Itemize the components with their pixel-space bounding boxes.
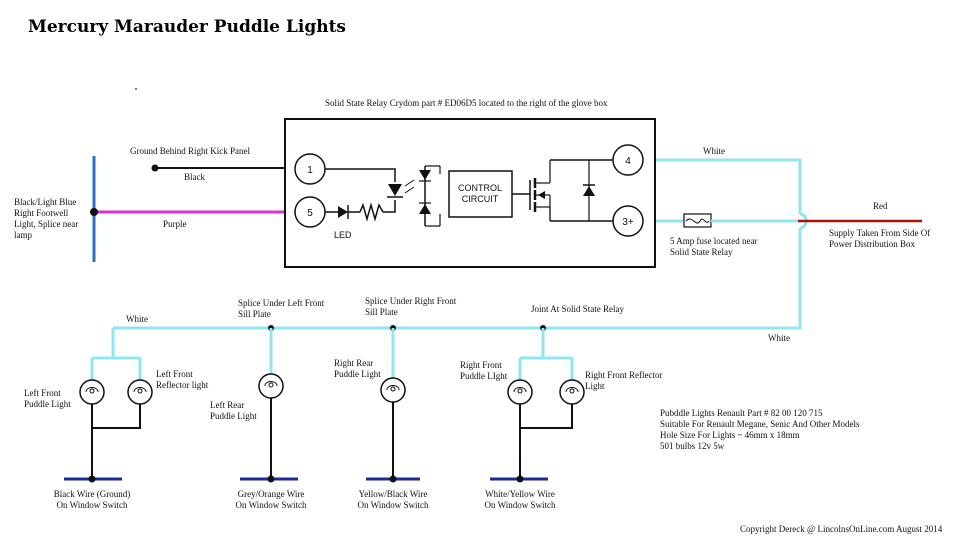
copyright: Copyright Dereck @ LincolnsOnLine.com Au… bbox=[740, 524, 943, 534]
source-label-3: Light, Splice near bbox=[14, 219, 78, 229]
rf-reflector-label-2: Light bbox=[585, 381, 605, 391]
rr-label-2: Puddle Light bbox=[334, 369, 381, 379]
supply-label-2: Power Distribution Box bbox=[829, 239, 916, 249]
source-label-2: Right Footwell bbox=[14, 208, 69, 218]
lf-reflector-label-2: Reflector light bbox=[156, 380, 209, 390]
speck bbox=[135, 88, 137, 90]
lr-label-1: Left Rear bbox=[210, 400, 244, 410]
fuse-label-1: 5 Amp fuse located near bbox=[670, 236, 757, 246]
white-wire-left-label: White bbox=[126, 314, 148, 324]
bulb-left-rear-icon bbox=[258, 373, 284, 399]
splice-left-label-1: Splice Under Left Front bbox=[238, 298, 325, 308]
relay-pin-3-label: 3+ bbox=[622, 217, 634, 228]
relay-internal-pin1 bbox=[325, 168, 396, 182]
red-wire-label: Red bbox=[873, 201, 888, 211]
lr-label-2: Puddle Light bbox=[210, 411, 257, 421]
black-wire-label: Black bbox=[184, 172, 205, 182]
splice-right-label-1: Splice Under Right Front bbox=[365, 296, 457, 306]
rr-label-1: Right Rear bbox=[334, 358, 373, 368]
splice-right-label-2: Sill Plate bbox=[365, 307, 398, 317]
page-title: Mercury Marauder Puddle Lights bbox=[28, 17, 346, 37]
switch-4-label-2: On Window Switch bbox=[485, 500, 556, 510]
fuse-label-2: Solid State Relay bbox=[670, 247, 733, 257]
bulb-right-front-reflector-icon bbox=[559, 379, 585, 405]
white-wire-right-label: White bbox=[768, 333, 790, 343]
supply-label-1: Supply Taken From Side Of bbox=[829, 228, 930, 238]
source-label-1: Black/Light Blue bbox=[14, 197, 76, 207]
source-label-4: lamp bbox=[14, 230, 32, 240]
white-wire-down bbox=[543, 228, 802, 330]
purple-wire-label: Purple bbox=[163, 219, 187, 229]
relay-caption: Solid State Relay Crydom part # ED06D5 l… bbox=[325, 98, 608, 108]
purple-splice-dot bbox=[90, 208, 98, 216]
control-circuit-line1: CONTROL bbox=[458, 183, 502, 193]
lf-reflector-label-1: Left Front bbox=[156, 369, 193, 379]
switch-2-label-2: On Window Switch bbox=[236, 500, 307, 510]
control-circuit-line2: CIRCUIT bbox=[462, 194, 499, 204]
bulb-left-front-puddle-icon bbox=[79, 379, 105, 405]
note-line-3: Hole Size For Lights ~ 46mm x 18mm bbox=[660, 430, 800, 440]
fuse-icon bbox=[683, 213, 712, 228]
switch-4-label-1: White/Yellow Wire bbox=[485, 489, 555, 499]
switch-2-label-1: Grey/Orange Wire bbox=[238, 489, 305, 499]
switch-1-label-1: Black Wire (Ground) bbox=[54, 489, 130, 499]
note-line-2: Suitable For Renault Megane, Senic And O… bbox=[660, 419, 860, 429]
relay-pin-1-label: 1 bbox=[307, 165, 313, 176]
switch-1-label-2: On Window Switch bbox=[57, 500, 128, 510]
note-line-4: 501 bulbs 12v 5w bbox=[660, 441, 725, 451]
relay-mosfet-icon bbox=[529, 160, 551, 221]
switch-3-label-1: Yellow/Black Wire bbox=[359, 489, 428, 499]
lf-puddle-label-1: Left Front bbox=[24, 388, 61, 398]
relay-output-diode-icon bbox=[583, 160, 595, 221]
note-line-1: Pubddle Lights Renault Part # 82 00 120 … bbox=[660, 408, 823, 418]
relay-resistor-icon bbox=[359, 202, 384, 222]
rf-reflector-bottom-lead bbox=[520, 404, 573, 429]
lf-reflector-bottom-lead bbox=[92, 404, 141, 429]
bulb-left-front-reflector-icon bbox=[127, 379, 153, 405]
rf-reflector-label-1: Right Front Reflector bbox=[585, 370, 663, 380]
relay-led-label: LED bbox=[334, 230, 352, 240]
control-circuit-box bbox=[448, 170, 513, 218]
switch-3-label-2: On Window Switch bbox=[358, 500, 429, 510]
relay-internal-resistor-led bbox=[383, 200, 396, 213]
switch-dot-2 bbox=[267, 475, 275, 483]
ground-label: Ground Behind Right Kick Panel bbox=[130, 146, 250, 156]
switch-dot-3 bbox=[389, 475, 397, 483]
relay-pin-5-label: 5 bbox=[307, 208, 313, 219]
white-wire-pin4 bbox=[640, 158, 802, 214]
switch-dot-1 bbox=[88, 475, 96, 483]
relay-led-icon bbox=[387, 179, 415, 198]
switch-dot-4 bbox=[516, 475, 524, 483]
rf-puddle-label-1: Right Front bbox=[460, 360, 502, 370]
relay-photodiode-icon bbox=[419, 165, 441, 227]
bulb-right-front-puddle-icon bbox=[507, 379, 533, 405]
lf-puddle-label-2: Puddle Light bbox=[24, 399, 71, 409]
relay-pin-4-label: 4 bbox=[625, 156, 631, 167]
bulb-right-rear-icon bbox=[380, 377, 406, 403]
joint-label: Joint At Solid State Relay bbox=[531, 304, 625, 314]
white-wire-top-label: White bbox=[703, 146, 725, 156]
splice-left-label-2: Sill Plate bbox=[238, 309, 271, 319]
ground-terminal bbox=[151, 164, 159, 172]
rf-puddle-label-2: Puddle LIght bbox=[460, 371, 508, 381]
fuse-element bbox=[685, 218, 710, 224]
